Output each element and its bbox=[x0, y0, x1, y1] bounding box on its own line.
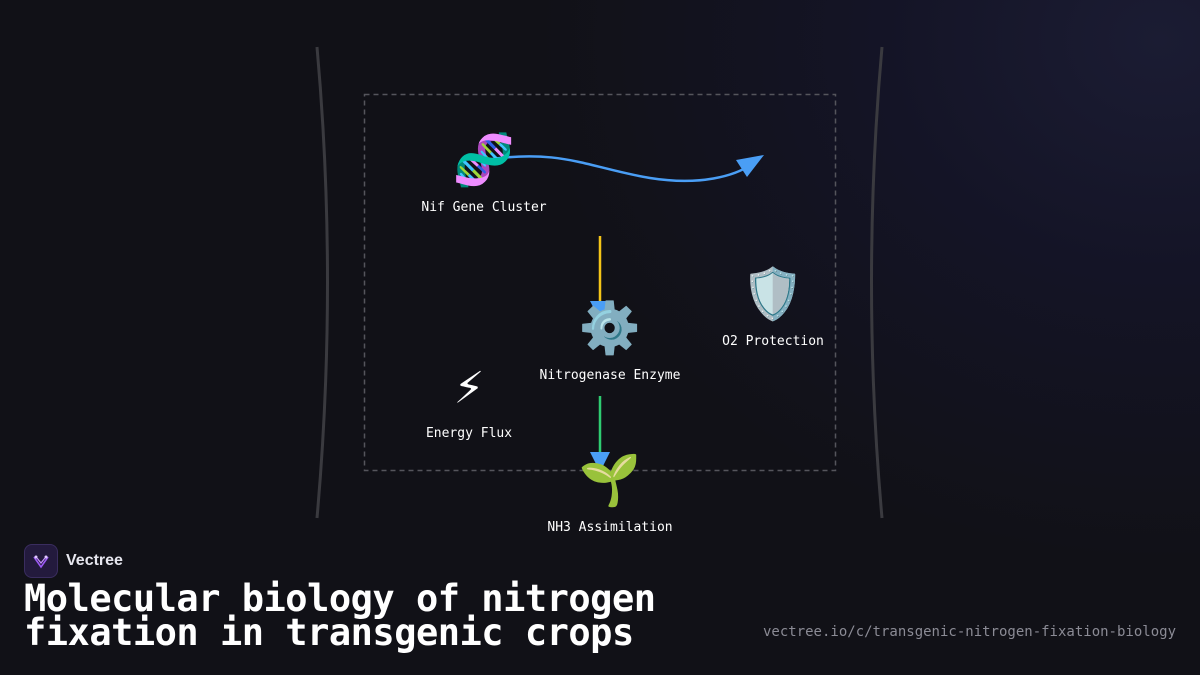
node-label: Energy Flux bbox=[425, 426, 513, 441]
dna-icon: 🧬 bbox=[452, 131, 516, 189]
gear-icon: ⚙️ bbox=[578, 299, 642, 357]
arrow-nif-to-nitrogenase-head bbox=[590, 301, 610, 320]
node-nh3-assimilation: 🌱 NH3 Assimilation bbox=[540, 452, 680, 535]
lightning-icon: ⚡ bbox=[453, 357, 485, 415]
node-label: O2 Protection bbox=[722, 334, 824, 349]
seedling-icon: 🌱 bbox=[578, 451, 642, 509]
node-nif-gene-cluster: 🧬 Nif Gene Cluster bbox=[420, 132, 548, 215]
node-o2-protection: 🛡️ O2 Protection bbox=[714, 266, 832, 349]
arrow-nitrogenase-to-nh3-head bbox=[590, 452, 610, 472]
left-bracket bbox=[315, 46, 329, 519]
node-label: Nif Gene Cluster bbox=[421, 200, 547, 215]
arrow-nif-to-o2 bbox=[485, 155, 753, 183]
node-energy-flux: ⚡ Energy Flux bbox=[418, 358, 520, 441]
arrow-nif-to-o2-head bbox=[736, 155, 764, 177]
page-title: Molecular biology of nitrogen fixation i… bbox=[24, 577, 656, 654]
brand-name: Vectree bbox=[66, 552, 123, 569]
brand: Vectree bbox=[24, 544, 123, 578]
right-bracket bbox=[870, 46, 884, 519]
node-nitrogenase-enzyme: ⚙️ Nitrogenase Enzyme bbox=[530, 300, 690, 383]
source-url[interactable]: vectree.io/c/transgenic-nitrogen-fixatio… bbox=[762, 624, 1176, 640]
shield-icon: 🛡️ bbox=[741, 265, 805, 323]
node-label: Nitrogenase Enzyme bbox=[539, 368, 681, 383]
vectree-logo-icon bbox=[24, 544, 58, 578]
node-label: NH3 Assimilation bbox=[547, 520, 673, 535]
